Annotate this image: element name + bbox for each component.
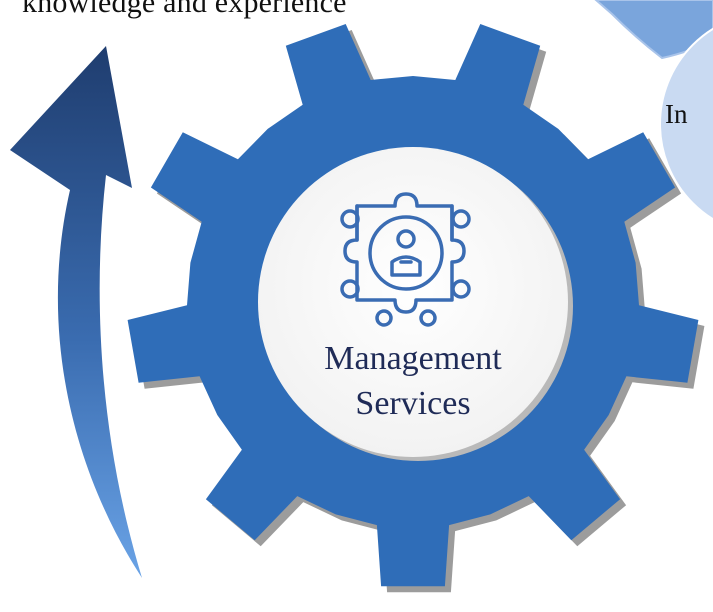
curved-arrow bbox=[10, 46, 142, 578]
center-disc bbox=[258, 147, 568, 457]
gear-label-line2: Services bbox=[355, 385, 471, 422]
puzzle-person-icon bbox=[340, 192, 471, 327]
gear-label-line1: Management bbox=[324, 340, 502, 377]
top-caption: knowledge and experience bbox=[22, 0, 347, 19]
side-circle bbox=[659, 27, 713, 221]
side-caption: In bbox=[665, 99, 688, 129]
